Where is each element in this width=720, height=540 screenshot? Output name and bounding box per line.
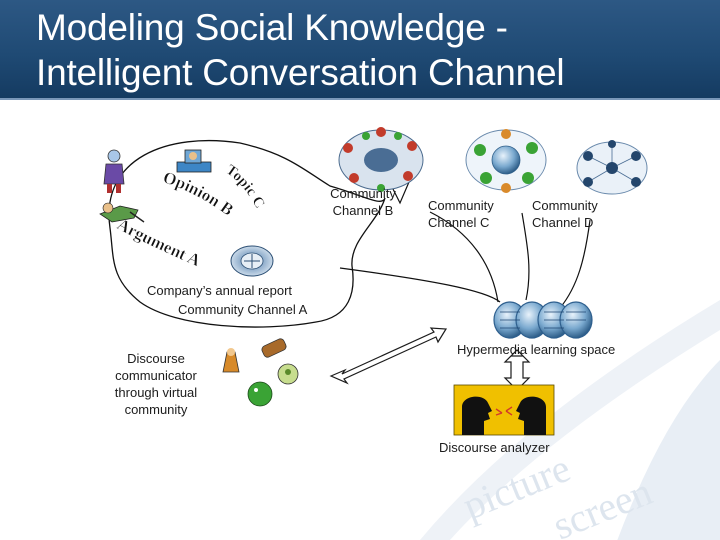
person-icon <box>103 149 125 193</box>
reclining-person-icon <box>99 202 145 223</box>
round-pad-icon <box>230 245 274 277</box>
background-artwork: picture screen <box>420 300 720 540</box>
topic-curved-text: Topic C <box>222 162 267 212</box>
svg-text:Argument A: Argument A <box>114 215 204 271</box>
channel-c-label: Community Channel C <box>428 198 494 230</box>
argument-label: Argument A <box>114 214 205 270</box>
channel-b-label: Community Channel B <box>330 186 396 218</box>
channel-a-subtitle: Community Channel A <box>178 302 308 317</box>
double-arrow-icon <box>329 327 448 385</box>
cartoon-people-icon <box>222 338 299 407</box>
globe-library-icon <box>493 301 593 339</box>
computer-user-icon <box>176 149 212 173</box>
slide-title-line-1: Modeling Social Knowledge - <box>36 7 508 48</box>
channel-pointers <box>339 174 591 309</box>
face-profile-icon <box>462 396 546 435</box>
title-bar <box>0 0 720 100</box>
group-circle-icon <box>338 127 424 192</box>
globe-cluster-icon <box>465 129 547 193</box>
hypermedia-label: Hypermedia learning space <box>457 342 616 357</box>
channel-d-label: Community Channel D <box>532 198 598 230</box>
network-circle-icon <box>576 140 648 195</box>
vertical-double-arrow-icon <box>503 349 531 391</box>
channel-a-cloud <box>108 139 386 328</box>
title-divider <box>0 98 720 100</box>
discourse-analyzer-image <box>453 384 555 436</box>
discourse-analyzer-label: Discourse analyzer <box>439 440 550 455</box>
channel-a-title: Company’s annual report <box>147 283 293 298</box>
slide-title-line-2: Intelligent Conversation Channel <box>36 52 565 93</box>
argument-curved-text: Argument A <box>114 214 205 271</box>
discourse-communicator-label: Discourse communicator through virtual c… <box>114 351 198 417</box>
